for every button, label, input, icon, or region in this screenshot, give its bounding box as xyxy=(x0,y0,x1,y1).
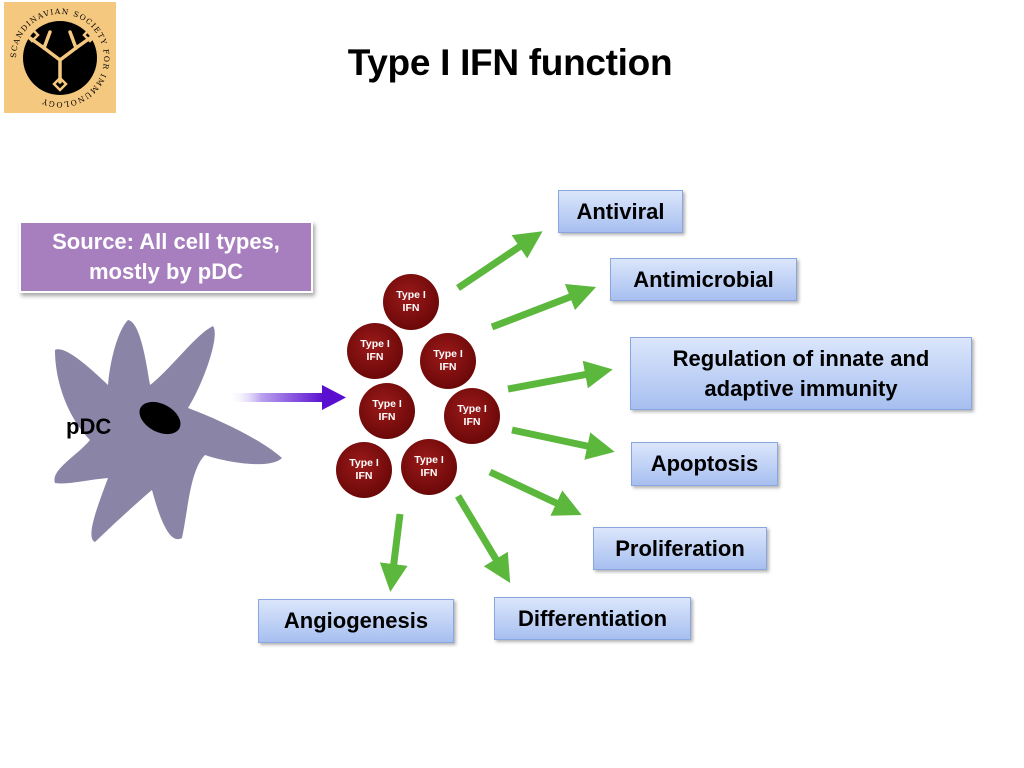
svg-text:Type I: Type I xyxy=(349,457,379,469)
antiviral-label: Antiviral xyxy=(576,198,665,224)
regulation-label-line-2: adaptive immunity xyxy=(704,375,898,401)
source-line-1: Source: All cell types, xyxy=(52,229,280,254)
antimicrobial-box: Antimicrobial xyxy=(610,258,797,301)
proliferation-box: Proliferation xyxy=(593,527,767,570)
function-arrows xyxy=(379,231,615,592)
svg-text:IFN: IFN xyxy=(403,302,420,314)
svg-text:IFN: IFN xyxy=(367,351,384,363)
society-logo: SCANDINAVIAN SOCIETY FOR IMMUNOLOGY xyxy=(4,2,116,113)
apoptosis-box: Apoptosis xyxy=(631,442,778,486)
ifn-molecule: Type I IFN xyxy=(444,388,500,444)
svg-text:Type I: Type I xyxy=(372,398,402,410)
regulation-label-line-1: Regulation of innate and xyxy=(672,345,930,371)
arrow-differentiation xyxy=(454,494,511,584)
angiogenesis-box: Angiogenesis xyxy=(258,599,454,643)
ifn-molecule: Type I IFN xyxy=(401,439,457,495)
arrow-regulation xyxy=(507,360,613,393)
svg-text:Type I: Type I xyxy=(396,289,426,301)
ifn-molecules: Type I IFN Type I IFN Type I IFN Type I … xyxy=(336,274,500,498)
antimicrobial-label: Antimicrobial xyxy=(633,266,774,292)
svg-text:IFN: IFN xyxy=(464,416,481,428)
pdc-nucleus xyxy=(139,401,181,435)
proliferation-label: Proliferation xyxy=(615,535,745,561)
differentiation-box: Differentiation xyxy=(494,597,691,640)
antiviral-box: Antiviral xyxy=(558,190,683,233)
secretion-arrow xyxy=(228,385,346,410)
svg-text:Type I: Type I xyxy=(414,454,444,466)
svg-text:IFN: IFN xyxy=(421,467,438,479)
ifn-molecule: Type I IFN xyxy=(347,323,403,379)
angiogenesis-label: Angiogenesis xyxy=(283,608,429,633)
svg-text:Type I: Type I xyxy=(433,348,463,360)
arrow-angiogenesis xyxy=(379,513,408,592)
source-line-2: mostly by pDC xyxy=(88,259,244,284)
arrow-antiviral xyxy=(456,231,543,291)
ifn-molecule: Type I IFN xyxy=(336,442,392,498)
source-box: Source: All cell types, mostly by pDC xyxy=(19,221,313,293)
ifn-molecule: Type I IFN xyxy=(383,274,439,330)
regulation-box: Regulation of innate and adaptive immuni… xyxy=(630,337,972,410)
arrow-proliferation xyxy=(488,468,582,516)
svg-text:Type I: Type I xyxy=(457,403,487,415)
ifn-molecule: Type I IFN xyxy=(420,333,476,389)
apoptosis-label: Apoptosis xyxy=(650,451,759,476)
arrow-antimicrobial xyxy=(490,283,597,331)
svg-text:IFN: IFN xyxy=(440,361,457,373)
pdc-label: pDC xyxy=(66,414,112,439)
svg-text:Type I: Type I xyxy=(360,338,390,350)
svg-text:IFN: IFN xyxy=(356,470,373,482)
arrow-apoptosis xyxy=(511,426,615,460)
ifn-molecule: Type I IFN xyxy=(359,383,415,439)
page-title: Type I IFN function xyxy=(347,42,673,83)
differentiation-label: Differentiation xyxy=(517,605,668,631)
svg-text:IFN: IFN xyxy=(379,411,396,423)
